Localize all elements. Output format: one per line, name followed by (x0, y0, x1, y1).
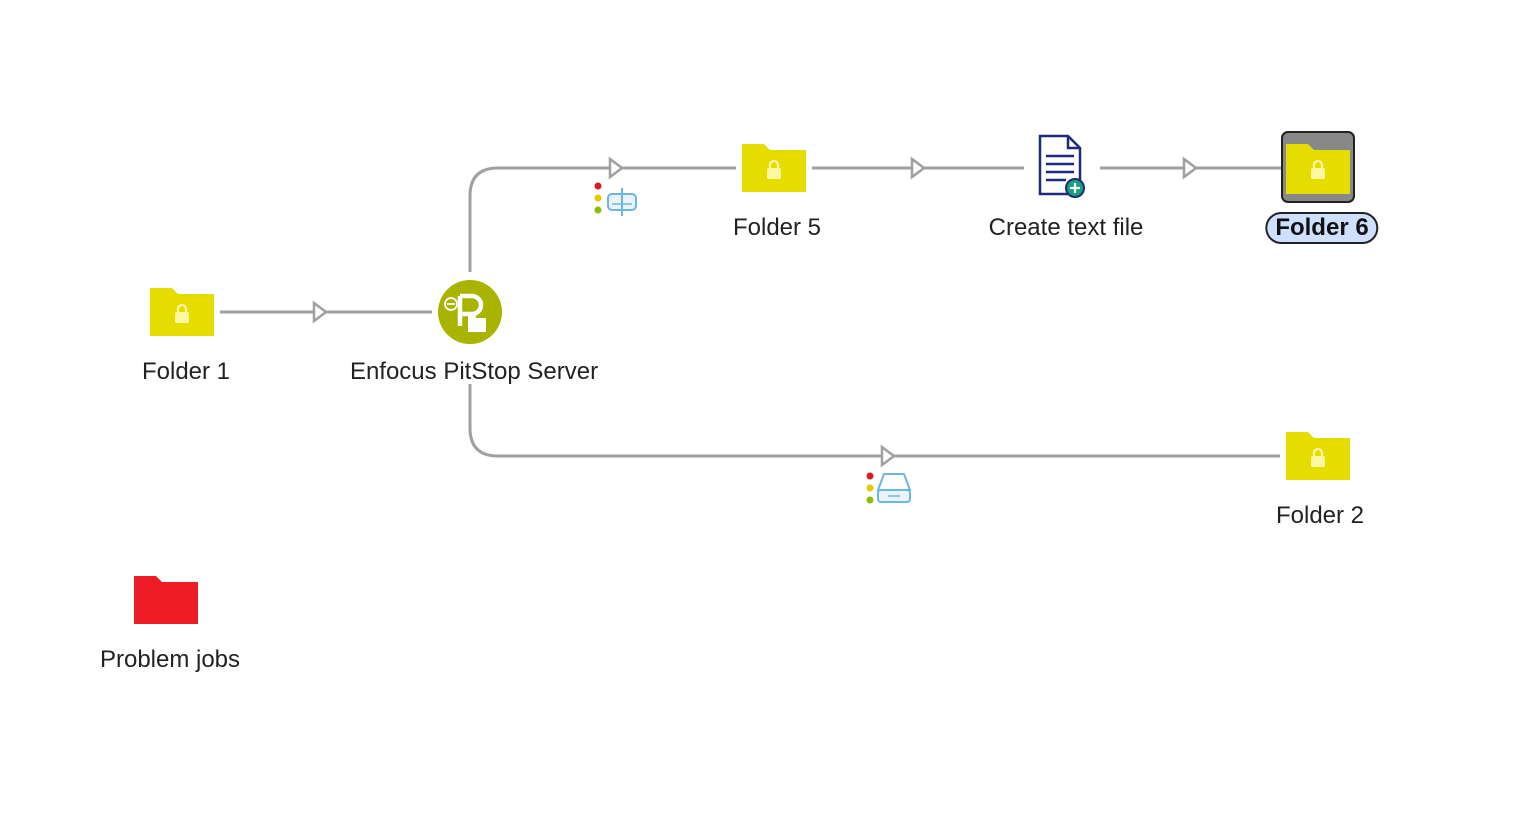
traffic-red-dot (594, 182, 602, 190)
pitstop-server-icon (438, 280, 502, 344)
node-folder5[interactable] (742, 144, 806, 192)
traffic-light-connection-icon[interactable] (866, 472, 912, 504)
label-problem-jobs[interactable]: Problem jobs (99, 646, 241, 673)
label-folder5[interactable]: Folder 5 (732, 214, 822, 241)
arrow-icon (1182, 156, 1199, 180)
node-pitstop[interactable] (438, 280, 502, 344)
hold-split-icon (607, 188, 637, 216)
locked-folder-icon (1286, 144, 1350, 194)
arrow-icon (910, 156, 927, 180)
create-text-file-icon (1038, 134, 1085, 198)
node-folder2[interactable] (1286, 432, 1350, 480)
problem-folder-icon (134, 576, 198, 624)
traffic-red-dot (866, 472, 874, 480)
arrow-icon (880, 444, 897, 468)
arrow-icon (608, 156, 625, 180)
connection-pitstop-folder5[interactable] (468, 166, 736, 272)
connections (220, 156, 1282, 468)
traffic-light-connection-icon[interactable] (594, 182, 637, 217)
arrow-icon (312, 300, 329, 324)
node-problem-jobs[interactable] (134, 576, 198, 624)
node-folder6[interactable] (1281, 131, 1355, 203)
traffic-green-dot (594, 206, 602, 214)
label-folder1[interactable]: Folder 1 (141, 358, 231, 385)
locked-folder-icon (742, 144, 806, 192)
locked-folder-icon (150, 288, 214, 336)
label-folder6[interactable]: Folder 6 (1265, 212, 1379, 244)
locked-folder-icon (1286, 432, 1350, 480)
node-folder1[interactable] (150, 288, 214, 336)
node-create-text[interactable] (1038, 134, 1085, 198)
label-folder2[interactable]: Folder 2 (1275, 502, 1365, 529)
traffic-green-dot (866, 496, 874, 504)
label-create-text[interactable]: Create text file (988, 214, 1144, 241)
traffic-yellow-dot (594, 194, 602, 202)
connection-pitstop-folder2[interactable] (468, 384, 1280, 458)
hold-drive-icon (876, 473, 912, 503)
label-pitstop[interactable]: Enfocus PitStop Server (349, 358, 599, 385)
traffic-yellow-dot (866, 484, 874, 492)
